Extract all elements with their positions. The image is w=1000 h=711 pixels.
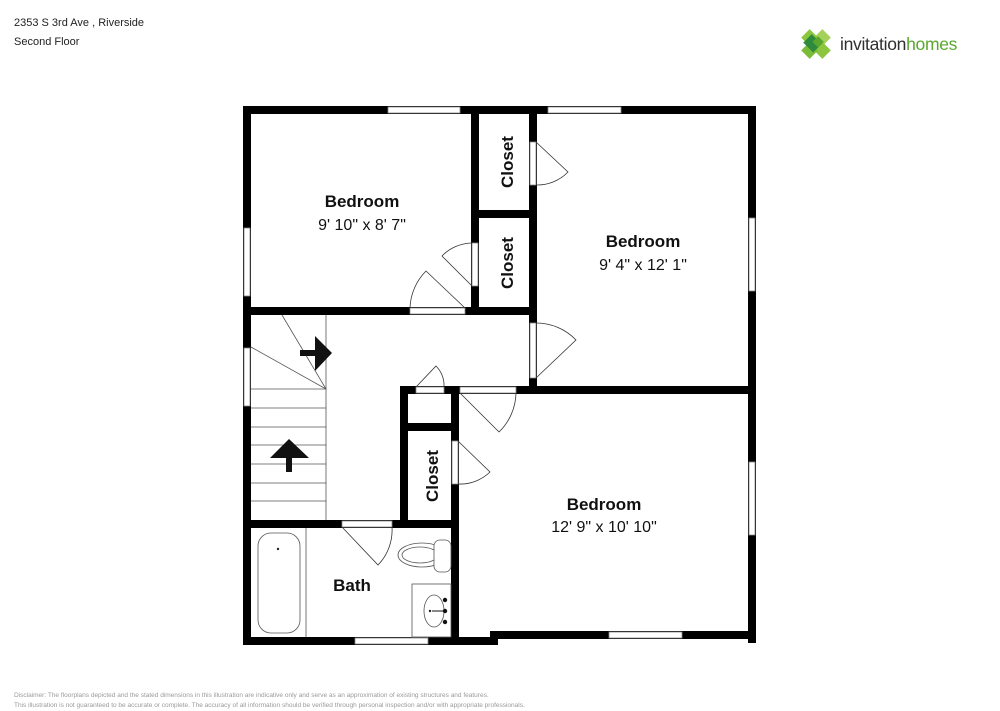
- logo-wordmark: invitationhomes: [840, 34, 957, 55]
- room-name-bedroom-2: Bedroom: [606, 232, 681, 251]
- arrow-right-icon: [300, 336, 332, 371]
- address-text: 2353 S 3rd Ave , Riverside: [14, 17, 145, 29]
- room-dims-bedroom-2: 9' 4" x 12' 1": [599, 257, 687, 274]
- room-name-closet-2: Closet: [498, 237, 517, 289]
- logo-word-invitation: invitation: [840, 33, 907, 54]
- door-swings: [341, 141, 577, 566]
- room-name-closet-3: Closet: [423, 450, 442, 502]
- bathtub-icon: [257, 532, 301, 634]
- room-dims-bedroom-3: 12' 9" x 10' 10": [551, 519, 657, 536]
- disclaimer-line-2: This illustration is not guaranteed to b…: [14, 702, 525, 709]
- bath-fixtures: [257, 528, 452, 638]
- room-name-bath: Bath: [333, 576, 371, 595]
- room-name-closet-1: Closet: [498, 136, 517, 188]
- disclaimer-line-1: Disclaimer: The floorplans depicted and …: [14, 692, 489, 699]
- room-name-bedroom-3: Bedroom: [567, 495, 642, 514]
- logo-word-homes: homes: [906, 33, 958, 54]
- arrow-up-icon: [270, 439, 309, 472]
- door-openings: [341, 141, 537, 528]
- property-header: 2353 S 3rd Ave , Riverside Second Floor: [14, 14, 144, 52]
- windows: [243, 106, 756, 645]
- floor-label: Second Floor: [14, 36, 80, 48]
- faucet-icon: [432, 597, 448, 625]
- logo-icon: [801, 29, 831, 59]
- stairs: [250, 314, 327, 520]
- room-name-bedroom-1: Bedroom: [325, 192, 400, 211]
- invitation-homes-logo: invitationhomes: [798, 26, 957, 62]
- stair-arrows: [270, 336, 332, 472]
- room-dims-bedroom-1: 9' 10" x 8' 7": [318, 217, 406, 234]
- disclaimer: Disclaimer: The floorplans depicted and …: [14, 691, 525, 711]
